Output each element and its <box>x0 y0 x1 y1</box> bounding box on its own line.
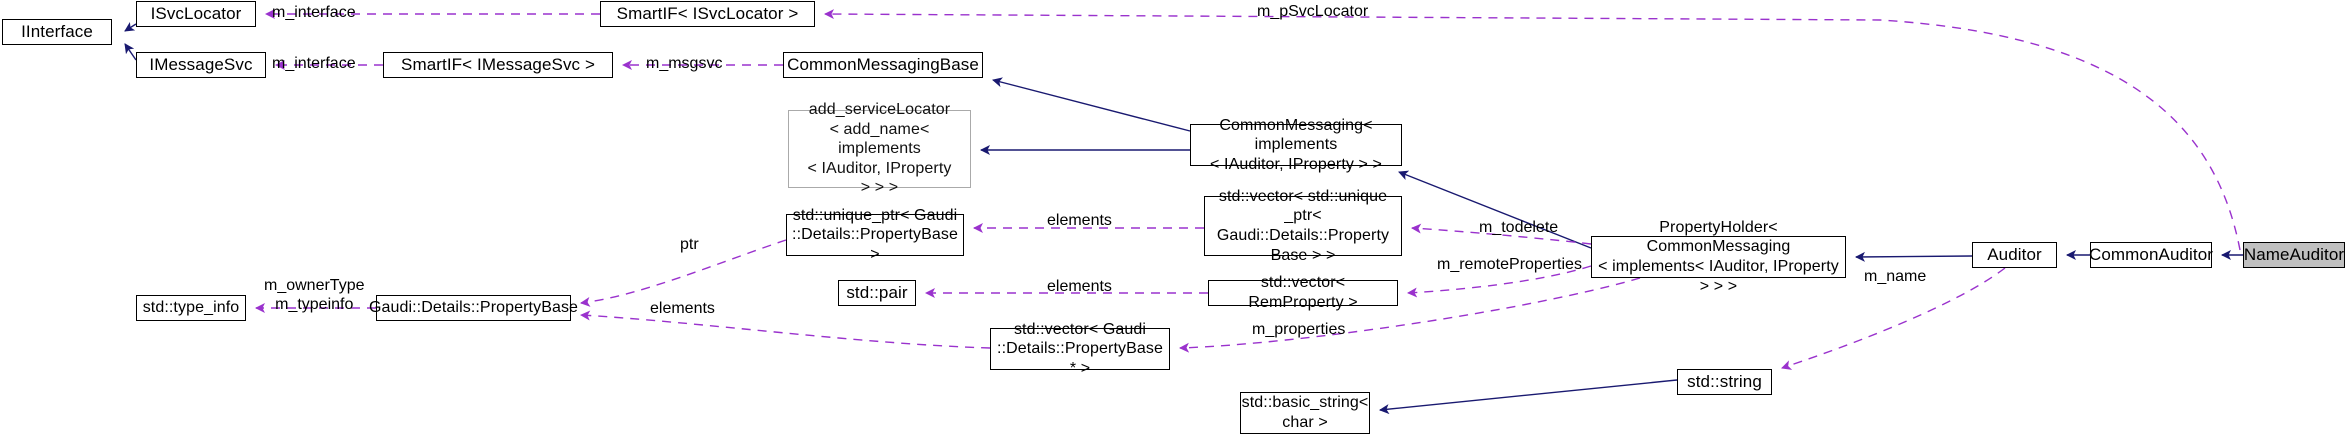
edge-label-m-psvclocator: m_pSvcLocator <box>1257 3 1369 20</box>
edge-label-elements-mid: elements <box>1047 278 1112 295</box>
node-smartif-imessagesvc[interactable]: SmartIF< IMessageSvc > <box>383 52 613 78</box>
node-std-string[interactable]: std::string <box>1677 369 1772 395</box>
edge-label-elements-top: elements <box>1047 212 1112 229</box>
edge-label-m-todelete: m_todelete <box>1479 219 1559 236</box>
node-smartif-isvclocator[interactable]: SmartIF< ISvcLocator > <box>600 1 815 27</box>
node-nameauditor[interactable]: NameAuditor <box>2243 242 2345 268</box>
node-vector-propertybase-ptr[interactable]: std::vector< Gaudi ::Details::PropertyBa… <box>990 321 1170 377</box>
edge-label-elements-left: elements <box>650 300 715 317</box>
node-commonauditor[interactable]: CommonAuditor <box>2089 242 2213 268</box>
edge-label-m-msgsvc: m_msgsvc <box>646 55 723 72</box>
node-std-pair[interactable]: std::pair <box>838 280 916 306</box>
edge-label-m-interface-bottom: m_interface <box>272 55 356 72</box>
edge-label-m-ownertype-m-typeinfo: m_ownerType m_typeinfo <box>264 277 365 314</box>
node-commonmessaging[interactable]: CommonMessaging< implements < IAuditor, … <box>1190 117 1402 173</box>
node-unique-ptr-propertybase[interactable]: std::unique_ptr< Gaudi ::Details::Proper… <box>786 207 964 263</box>
node-imessagesvc[interactable]: IMessageSvc <box>136 52 266 78</box>
edge-label-m-remoteproperties: m_remoteProperties <box>1437 256 1582 273</box>
node-add-servicelocator[interactable]: add_serviceLocator < add_name< implement… <box>788 101 971 196</box>
node-isvclocator[interactable]: ISvcLocator <box>136 1 256 27</box>
edge-label-m-name: m_name <box>1864 268 1927 285</box>
node-std-type-info[interactable]: std::type_info <box>136 295 246 321</box>
node-propertyholder[interactable]: PropertyHolder< CommonMessaging < implem… <box>1591 219 1846 295</box>
node-commonmessagingbase[interactable]: CommonMessagingBase <box>783 52 983 78</box>
node-gaudi-details-propertybase[interactable]: Gaudi::Details::PropertyBase <box>369 295 578 321</box>
node-vector-remproperty[interactable]: std::vector< RemProperty > <box>1208 274 1398 311</box>
node-basic-string-char[interactable]: std::basic_string< char > <box>1240 392 1370 434</box>
node-iinterface[interactable]: IInterface <box>2 19 112 45</box>
edge-label-m-properties: m_properties <box>1252 321 1346 338</box>
node-auditor[interactable]: Auditor <box>1972 242 2057 268</box>
edge-label-ptr: ptr <box>680 236 699 253</box>
edge-label-m-interface-top: m_interface <box>272 4 356 21</box>
node-vector-unique-ptr-propertybase[interactable]: std::vector< std::unique _ptr< Gaudi::De… <box>1204 188 1402 264</box>
